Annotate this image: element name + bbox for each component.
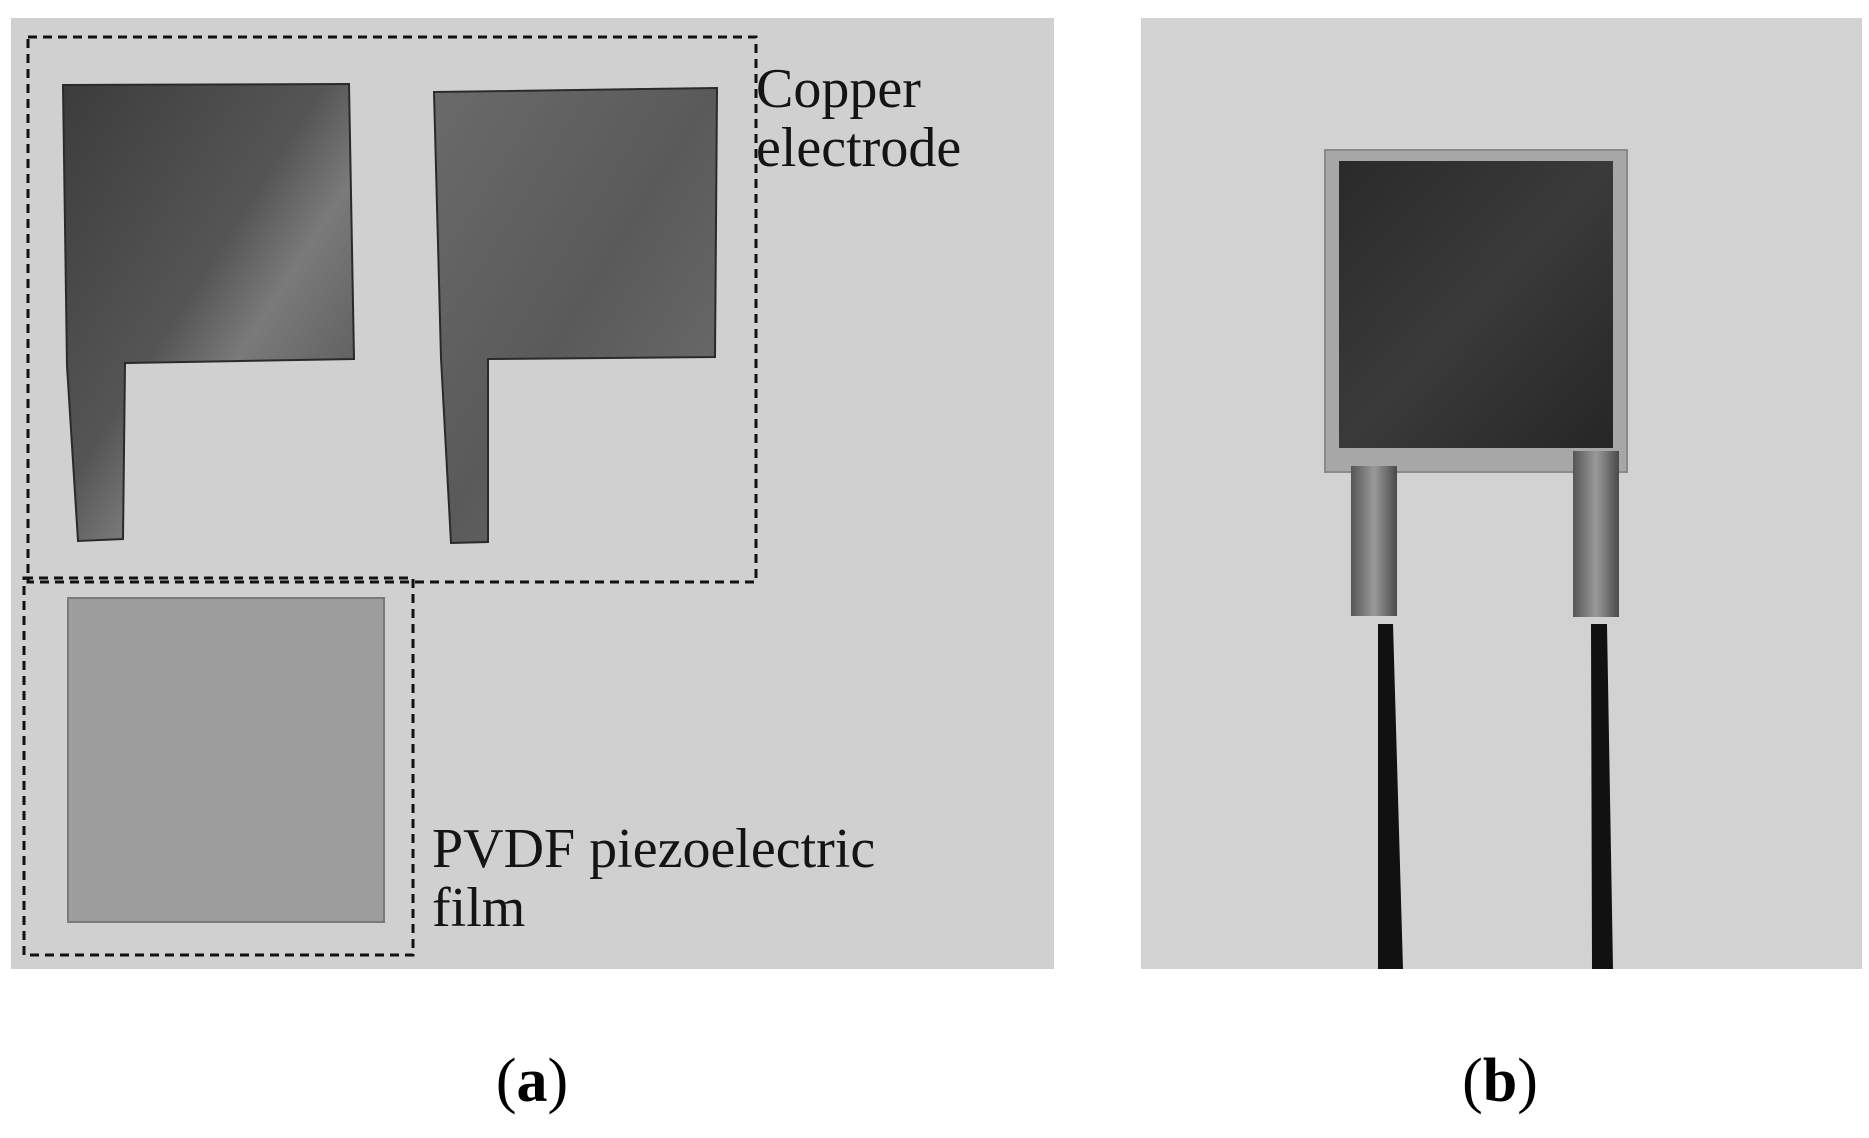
pvdf-label-line1: PVDF piezoelectric — [432, 818, 876, 880]
copper-label-line2: electrode — [756, 117, 962, 180]
photo-a — [11, 18, 1054, 969]
caption-a-letter: a — [516, 1047, 548, 1115]
copper-label-line1: Copper — [756, 58, 921, 120]
caption-b-open: ( — [1462, 1047, 1483, 1115]
copper-electrode-left — [61, 82, 356, 543]
caption-a-open: ( — [495, 1047, 517, 1115]
caption-b: (b) — [1462, 1050, 1538, 1112]
caption-b-letter: b — [1482, 1047, 1518, 1115]
photo-b — [1141, 18, 1862, 969]
copper-electrode-right — [432, 86, 719, 545]
pvdf-dashed-box — [22, 576, 415, 957]
lead-wire-left — [1378, 624, 1403, 969]
caption-a-close: ) — [547, 1047, 569, 1115]
sensor-tab-right — [1573, 451, 1619, 617]
caption-b-close: ) — [1517, 1047, 1538, 1115]
photo-panel-a — [11, 18, 1054, 969]
lead-wire-right — [1591, 624, 1613, 969]
pvdf-film — [67, 597, 385, 923]
photo-panel-b — [1141, 18, 1862, 969]
sensor-tab-left — [1351, 466, 1397, 616]
pvdf-film-label: PVDF piezoelectric film — [432, 818, 876, 940]
sensor-electrode — [1339, 161, 1613, 448]
copper-electrode-label: Copper electrode — [756, 58, 962, 180]
copper-dashed-box — [26, 35, 758, 584]
caption-a: (a) — [496, 1050, 568, 1112]
pvdf-label-line2: film — [432, 877, 526, 940]
